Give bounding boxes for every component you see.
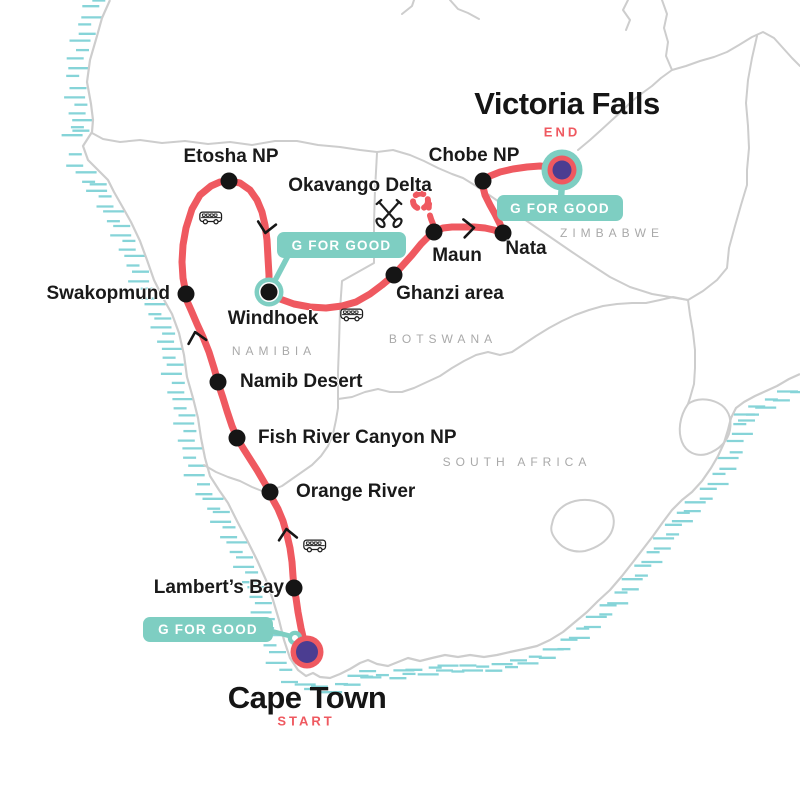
okavango-dashed-tail (425, 201, 436, 227)
stop-label-windhoek: Windhoek (227, 308, 319, 329)
bus-icon (303, 539, 327, 553)
stop-dot-lamberts-bay (285, 579, 303, 597)
stop-label-fish-river: Fish River Canyon NP (258, 427, 457, 448)
stop-label-okavango: Okavango Delta (288, 175, 432, 196)
end-city-title: Victoria Falls (474, 86, 660, 121)
g-for-good-badge-victoria-falls: G FOR GOOD (497, 195, 623, 221)
stop-dot-etosha (220, 172, 238, 190)
stop-label-ghanzi: Ghanzi area (396, 283, 504, 304)
stop-label-lamberts-bay: Lambert’s Bay (153, 577, 284, 598)
chevron-icon (187, 330, 208, 346)
stop-dot-swakopmund (177, 285, 195, 303)
border-top-wiggle (622, 0, 631, 31)
crossed-paddles-icon (375, 198, 403, 229)
border-zambia-mozambique (661, 0, 673, 71)
border-mozambique-southafrica (687, 299, 696, 405)
chevron-icon (256, 220, 278, 235)
end-tag: END (543, 124, 581, 140)
coastline (81, 0, 800, 680)
stop-label-orange-river: Orange River (296, 481, 416, 502)
stop-label-swakopmund: Swakopmund (46, 283, 170, 304)
country-label-south-africa: SOUTH AFRICA (442, 455, 592, 469)
stop-label-maun: Maun (432, 245, 482, 266)
border-zambezi (577, 69, 673, 151)
stop-dot-orange-river (261, 483, 279, 501)
g-for-good-badge-cape-town: G FOR GOOD (143, 617, 273, 642)
country-label-zimbabwe: ZIMBABWE (559, 226, 665, 240)
country-label-namibia: NAMIBIA (231, 344, 317, 358)
stop-dot-namib-desert (209, 373, 227, 391)
stop-dot-ghanzi (385, 266, 403, 284)
okavango-side-trip (410, 190, 436, 227)
country-label-botswana: BOTSWANA (388, 332, 498, 346)
border-top-fragment-a (401, 0, 415, 15)
stop-dot-fish-river (228, 429, 246, 447)
stop-label-nata: Nata (505, 238, 547, 259)
stop-dot-maun (425, 223, 443, 241)
okavango-dashed-loop (410, 190, 431, 212)
ocean-hatching (61, 0, 800, 694)
stop-dots (177, 172, 512, 597)
border-zimbabwe-mozambique (687, 35, 758, 301)
border-eswatini (678, 398, 732, 456)
border-orange-river (203, 398, 339, 492)
stop-dot-nata (494, 224, 512, 242)
country-borders (91, 0, 800, 553)
end-marker (541, 149, 583, 191)
chevron-icon (462, 218, 476, 239)
bus-icon (340, 308, 364, 322)
border-top-fragment-b (449, 0, 480, 20)
g-for-good-badge-windhoek: G FOR GOOD (277, 232, 406, 258)
border-botswana-southafrica (337, 296, 689, 400)
stop-dot-windhoek-ringed (254, 277, 284, 307)
route-direction-chevrons (187, 218, 476, 542)
bus-icon (199, 211, 223, 225)
stop-label-namib-desert: Namib Desert (240, 371, 363, 392)
stop-label-etosha: Etosha NP (183, 146, 279, 167)
start-tag: START (277, 713, 335, 729)
start-city-title: Cape Town (227, 680, 387, 715)
chevron-icon (277, 527, 299, 542)
stop-label-chobe: Chobe NP (428, 145, 520, 166)
border-zambezi-east (671, 31, 800, 71)
start-marker (290, 635, 324, 669)
stop-dot-chobe (474, 172, 492, 190)
border-lesotho (550, 498, 615, 553)
border-namibia-botswana (337, 152, 378, 400)
border-angola-caprivi (91, 132, 689, 301)
